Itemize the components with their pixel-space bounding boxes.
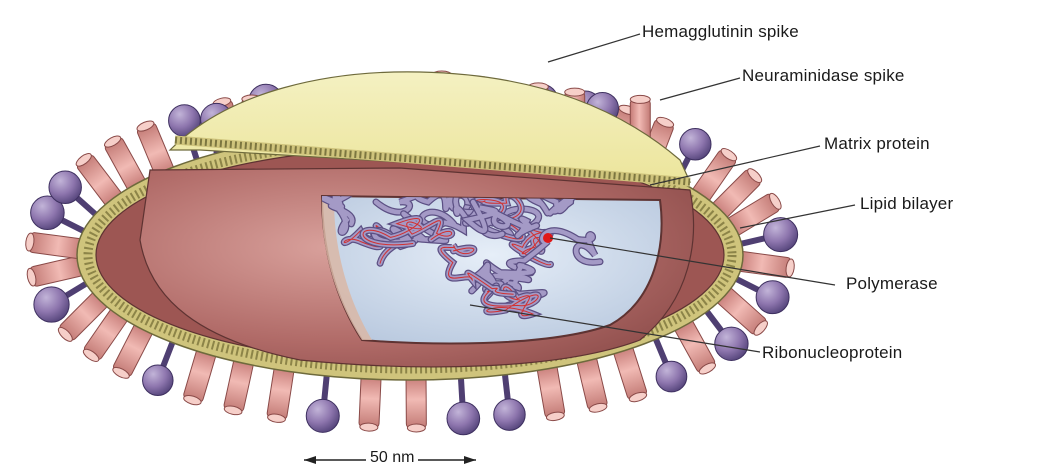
neuraminidase-spike xyxy=(447,375,480,435)
label-ribonucleoprotein: Ribonucleoprotein xyxy=(762,343,902,363)
scale-bar-label: 50 nm xyxy=(366,449,418,467)
label-matrix-protein: Matrix protein xyxy=(824,134,930,154)
leader-neuraminidase xyxy=(660,78,740,100)
neuraminidase-spike xyxy=(655,336,687,392)
label-neuraminidase-spike: Neuraminidase spike xyxy=(742,66,905,86)
neuraminidase-spike xyxy=(143,339,174,395)
label-polymerase: Polymerase xyxy=(846,274,938,294)
hemagglutinin-spike xyxy=(359,375,381,432)
hemagglutinin-spike xyxy=(537,363,565,421)
hemagglutinin-spike xyxy=(26,256,85,287)
hemagglutinin-spike xyxy=(576,355,607,414)
neuraminidase-spike xyxy=(494,371,525,430)
hemagglutinin-spike xyxy=(25,232,83,259)
neuraminidase-spike xyxy=(306,372,339,432)
label-lipid-bilayer: Lipid bilayer xyxy=(860,194,953,214)
hemagglutinin-spike xyxy=(223,357,254,416)
leader-hemagglutinin xyxy=(548,34,640,62)
hemagglutinin-spike xyxy=(267,365,295,423)
hemagglutinin-spike xyxy=(406,376,426,432)
hemagglutinin-spike xyxy=(183,347,217,406)
label-hemagglutinin-spike: Hemagglutinin spike xyxy=(642,22,799,42)
